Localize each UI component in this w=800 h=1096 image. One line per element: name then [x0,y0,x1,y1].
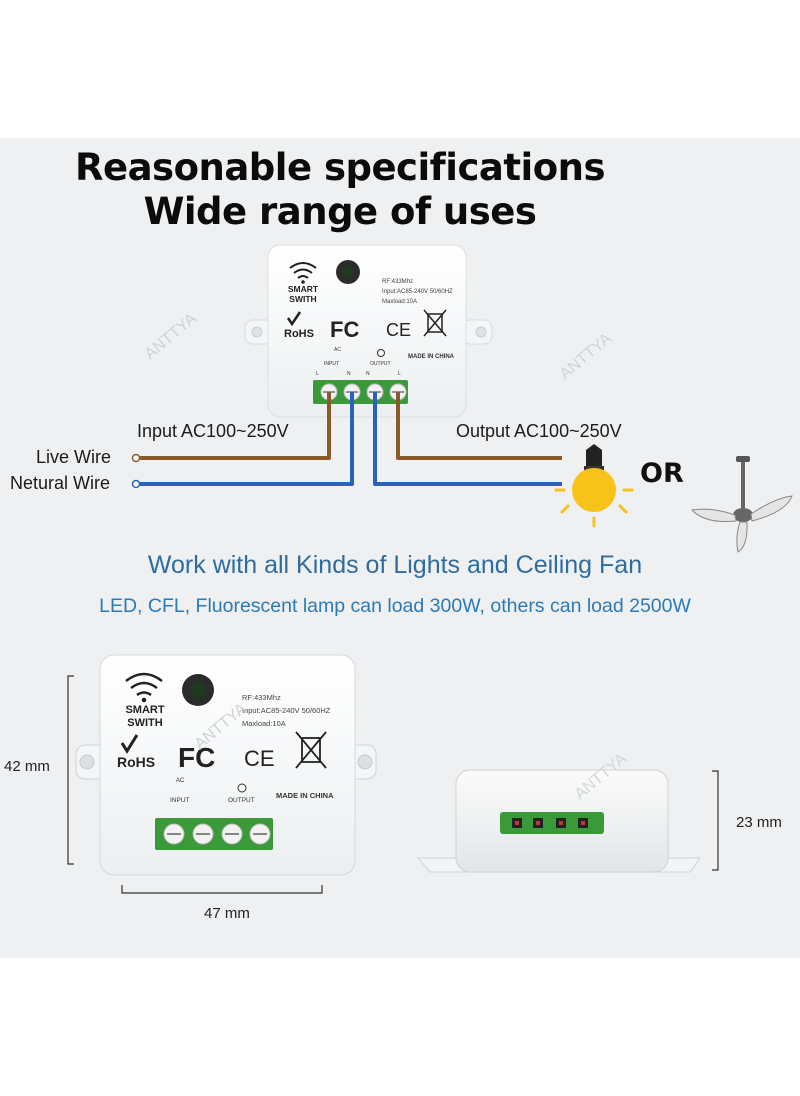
rohs-mark: RoHS [284,328,314,340]
live-output-wire [396,392,562,460]
ceiling-fan-icon [690,456,793,553]
svg-text:MADE IN CHINA: MADE IN CHINA [276,791,334,800]
rohs-check-icon [286,311,302,327]
fc-mark: FC [330,317,359,342]
ce-mark: CE [386,320,411,340]
light-bulb-icon [554,444,634,528]
live-wire-label: Live Wire [36,447,112,467]
svg-text:ANTTYA: ANTTYA [557,330,616,383]
output-voltage-label: Output AC100~250V [456,421,622,441]
compat-line-1: Work with all Kinds of Lights and Ceilin… [147,551,643,579]
compat-line-2: LED, CFL, Fluorescent lamp can load 300W… [99,595,691,617]
weee-bin-icon [423,309,447,337]
svg-text:ANTTYA: ANTTYA [142,310,201,363]
spec-input: Input:AC85-240V 50/60HZ [382,289,453,295]
svg-text:N: N [347,371,351,377]
svg-text:RoHS: RoHS [117,754,155,770]
svg-text:Input:AC85-240V 50/60HZ: Input:AC85-240V 50/60HZ [242,706,331,715]
depth-dimension: 23 mm [736,814,782,831]
spec-maxload: Maxload:10A [382,299,417,305]
ac-label: AC [334,347,341,353]
front-view-module: SMART SWITH RF:433Mhz Input:AC85-240V 50… [75,654,377,876]
svg-text:INPUT: INPUT [170,797,190,804]
output-label: OUTPUT [370,361,391,367]
svg-text:L: L [316,371,319,377]
svg-text:N: N [366,371,370,377]
input-label: INPUT [324,361,339,367]
top-switch-module: SMART SWITH RF:433Mhz Input:AC85-240V 50… [142,244,616,418]
spec-rf: RF:433Mhz [382,279,413,285]
live-input-wire [140,392,331,460]
svg-text:SWITH: SWITH [127,717,162,729]
svg-text:AC: AC [176,778,185,784]
svg-text:RF:433Mhz: RF:433Mhz [242,693,281,702]
wiring-diagram [140,392,562,486]
made-in-label: MADE IN CHINA [408,354,455,360]
svg-text:L: L [398,371,401,377]
headline-line-2: Wide range of uses [143,190,537,233]
neutral-output-wire [373,392,562,486]
or-label: OR [640,458,684,489]
neutral-wire-label: Netural Wire [10,473,111,493]
dimension-brackets [67,675,719,894]
svg-text:OUTPUT: OUTPUT [228,797,255,804]
input-voltage-label: Input AC100~250V [137,421,289,441]
width-dimension: 47 mm [204,905,250,922]
svg-text:SMART: SMART [125,704,164,716]
svg-text:CE: CE [244,746,275,771]
brand-line1: SMART [288,284,319,294]
headline-line-1: Reasonable specifications [75,146,606,189]
height-dimension: 42 mm [4,758,50,775]
brand-line2: SWITH [289,294,316,304]
neutral-input-wire [140,392,354,486]
svg-text:Maxload:10A: Maxload:10A [242,719,286,728]
side-view-module: ANTTYA [416,750,701,873]
wifi-icon [289,262,317,279]
svg-text:FC: FC [178,742,215,773]
